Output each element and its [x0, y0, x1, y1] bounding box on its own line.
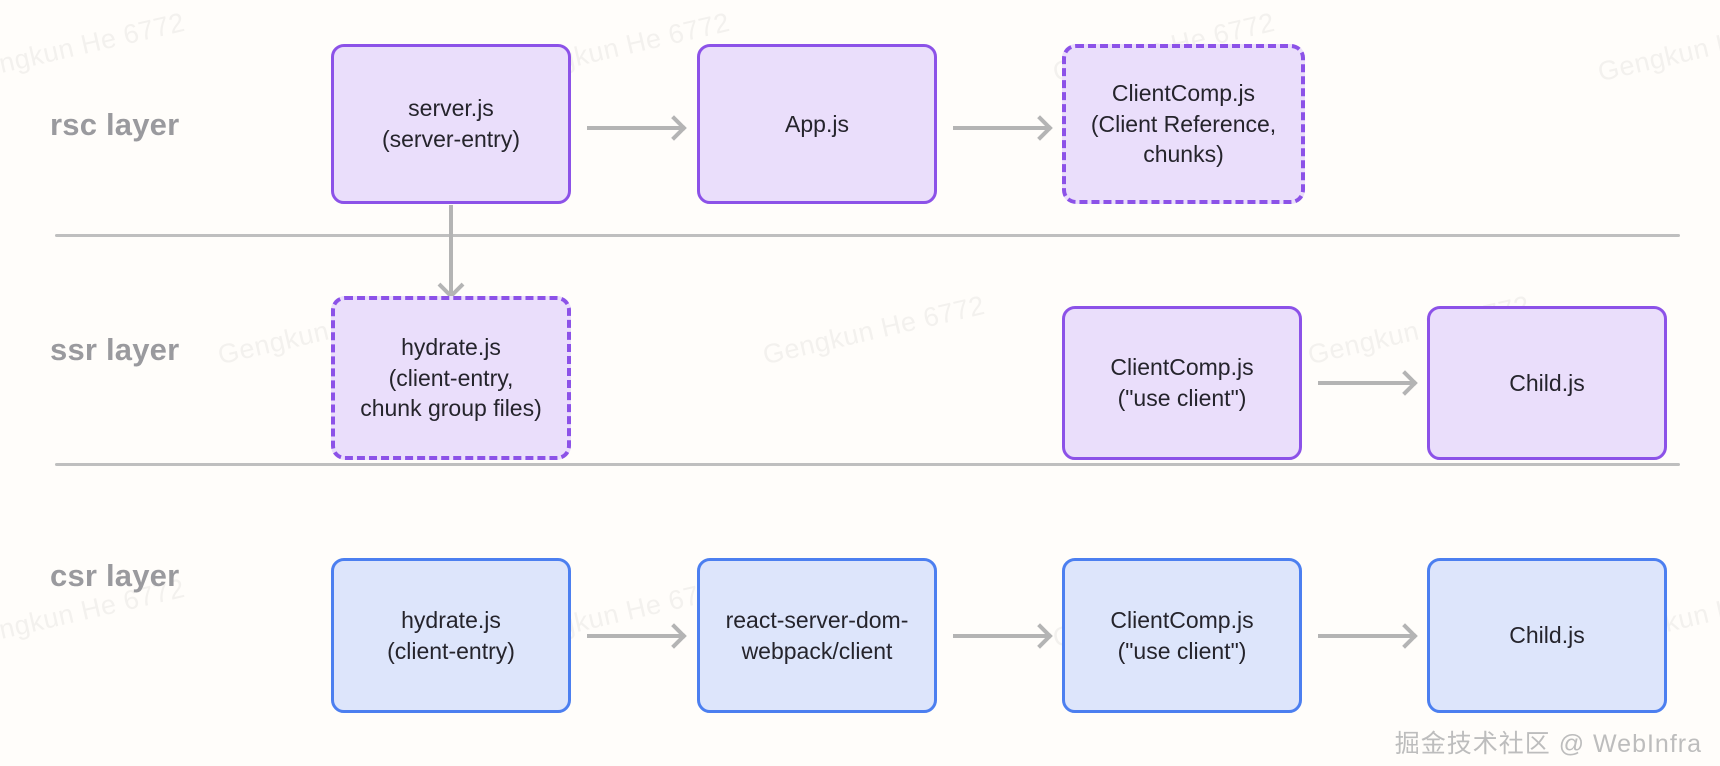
- node-server-js[interactable]: server.js (server-entry): [331, 44, 571, 204]
- node-clientcomp-csr[interactable]: ClientComp.js ("use client"): [1062, 558, 1302, 713]
- arrow-clientcomp-ssr-to-child-ssr: [1318, 381, 1412, 385]
- node-child-csr[interactable]: Child.js: [1427, 558, 1667, 713]
- node-hydrate-ssr[interactable]: hydrate.js (client-entry, chunk group fi…: [331, 296, 571, 460]
- node-clientcomp-reference[interactable]: ClientComp.js (Client Reference, chunks): [1062, 44, 1305, 204]
- node-hydrate-csr[interactable]: hydrate.js (client-entry): [331, 558, 571, 713]
- footer-credit: 掘金技术社区 @ WebInfra: [1394, 730, 1702, 758]
- arrow-app-to-clientcomp-reference: [953, 126, 1047, 130]
- node-react-server-dom-webpack-client-label: react-server-dom- webpack/client: [725, 606, 909, 664]
- arrow-clientcomp-csr-to-child-csr: [1318, 634, 1412, 638]
- layer-label-ssr-text: ssr layer: [50, 332, 180, 367]
- node-hydrate-ssr-label: hydrate.js (client-entry, chunk group fi…: [360, 334, 542, 422]
- layer-label-csr: csr layer: [50, 558, 310, 594]
- arrow-hydrate-csr-to-rsdw-client: [587, 634, 681, 638]
- layer-label-rsc: rsc layer: [50, 107, 310, 143]
- arrow-rsdw-client-to-clientcomp-csr: [953, 634, 1047, 638]
- node-clientcomp-ssr-label: ClientComp.js ("use client"): [1110, 354, 1254, 411]
- arrow-server-to-app: [587, 126, 681, 130]
- node-app-js[interactable]: App.js: [697, 44, 937, 204]
- layer-label-rsc-text: rsc layer: [50, 107, 180, 142]
- layer-divider-rsc-ssr: [55, 234, 1680, 237]
- node-react-server-dom-webpack-client[interactable]: react-server-dom- webpack/client: [697, 558, 937, 713]
- node-clientcomp-reference-label: ClientComp.js (Client Reference, chunks): [1090, 80, 1277, 168]
- node-child-ssr-label: Child.js: [1509, 369, 1585, 396]
- node-server-js-label: server.js (server-entry): [381, 95, 520, 152]
- watermark-text: Gengkun He 6772: [0, 7, 188, 88]
- node-child-csr-label: Child.js: [1509, 622, 1585, 649]
- layer-divider-ssr-csr: [55, 463, 1680, 466]
- node-clientcomp-ssr[interactable]: ClientComp.js ("use client"): [1062, 306, 1302, 460]
- watermark-text: Gengkun He 6772: [760, 290, 988, 371]
- node-hydrate-csr-label: hydrate.js (client-entry): [387, 606, 515, 664]
- node-clientcomp-csr-label: ClientComp.js ("use client"): [1110, 606, 1254, 664]
- node-app-js-label: App.js: [785, 110, 849, 137]
- layer-label-csr-text: csr layer: [50, 558, 180, 593]
- watermark-text: Gengkun He 6772: [1595, 7, 1720, 88]
- arrow-server-to-hydrate-ssr: [449, 205, 453, 293]
- layer-label-ssr: ssr layer: [50, 332, 310, 368]
- node-child-ssr[interactable]: Child.js: [1427, 306, 1667, 460]
